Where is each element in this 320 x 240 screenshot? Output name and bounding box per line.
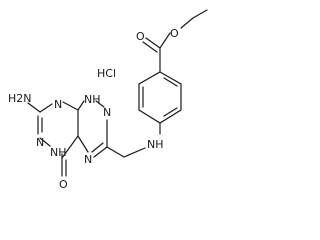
- benzene-double-2: [163, 107, 178, 117]
- triazine-n-n: [95, 100, 105, 108]
- triazine-nh-c: [77, 100, 85, 111]
- triazine-nh-label: NH: [84, 93, 101, 106]
- bond-nh-ch2: [123, 147, 146, 158]
- triazine-c-n-bottom: [93, 146, 108, 158]
- carbonyl-oxygen-label: O: [59, 178, 68, 191]
- bond-o-carbonyl: [159, 32, 171, 49]
- pyr-n-c-amino: [39, 103, 53, 113]
- triazine-c-n-bottom-double: [91, 142, 104, 153]
- benzene-ring: [138, 71, 182, 124]
- structure-canvas: HCl O O NH NH N N N N NH H2N O: [8, 9, 208, 191]
- bond-ethyl-ch3: [192, 9, 208, 19]
- pyr-c-n-top: [62, 101, 79, 111]
- amino-group-label: H2N: [8, 92, 32, 105]
- ester-single-oxygen-label: O: [170, 27, 179, 40]
- bond-carbonyl-double-2: [142, 41, 158, 53]
- benzene-double-1: [163, 77, 178, 87]
- pyr-c-oxo-fused: [61, 135, 79, 159]
- salt-label: HCl: [97, 67, 116, 80]
- triazine-fused-n: [77, 135, 89, 153]
- pyrimidine-n-left-label: N: [36, 136, 44, 149]
- amine-linker-label: NH: [147, 138, 164, 151]
- pyr-amino-bond: [27, 102, 41, 113]
- triazine-n-top-label: N: [103, 106, 111, 119]
- pyr-n-left-nh: [39, 137, 51, 147]
- pyrimidine-n-top-label: N: [54, 98, 62, 111]
- molecule-drawing: HCl O O NH NH N N N N NH H2N O: [8, 9, 208, 191]
- bond-ethyl-ch2-o: [180, 17, 194, 29]
- bond-ch2-triazine: [106, 146, 125, 158]
- ring-nh-bottom-label: NH: [50, 146, 67, 159]
- triazine-n-bottom-label: N: [84, 153, 92, 166]
- ester-double-oxygen-label: O: [136, 30, 145, 43]
- bond-carbonyl-double-1: [145, 37, 161, 49]
